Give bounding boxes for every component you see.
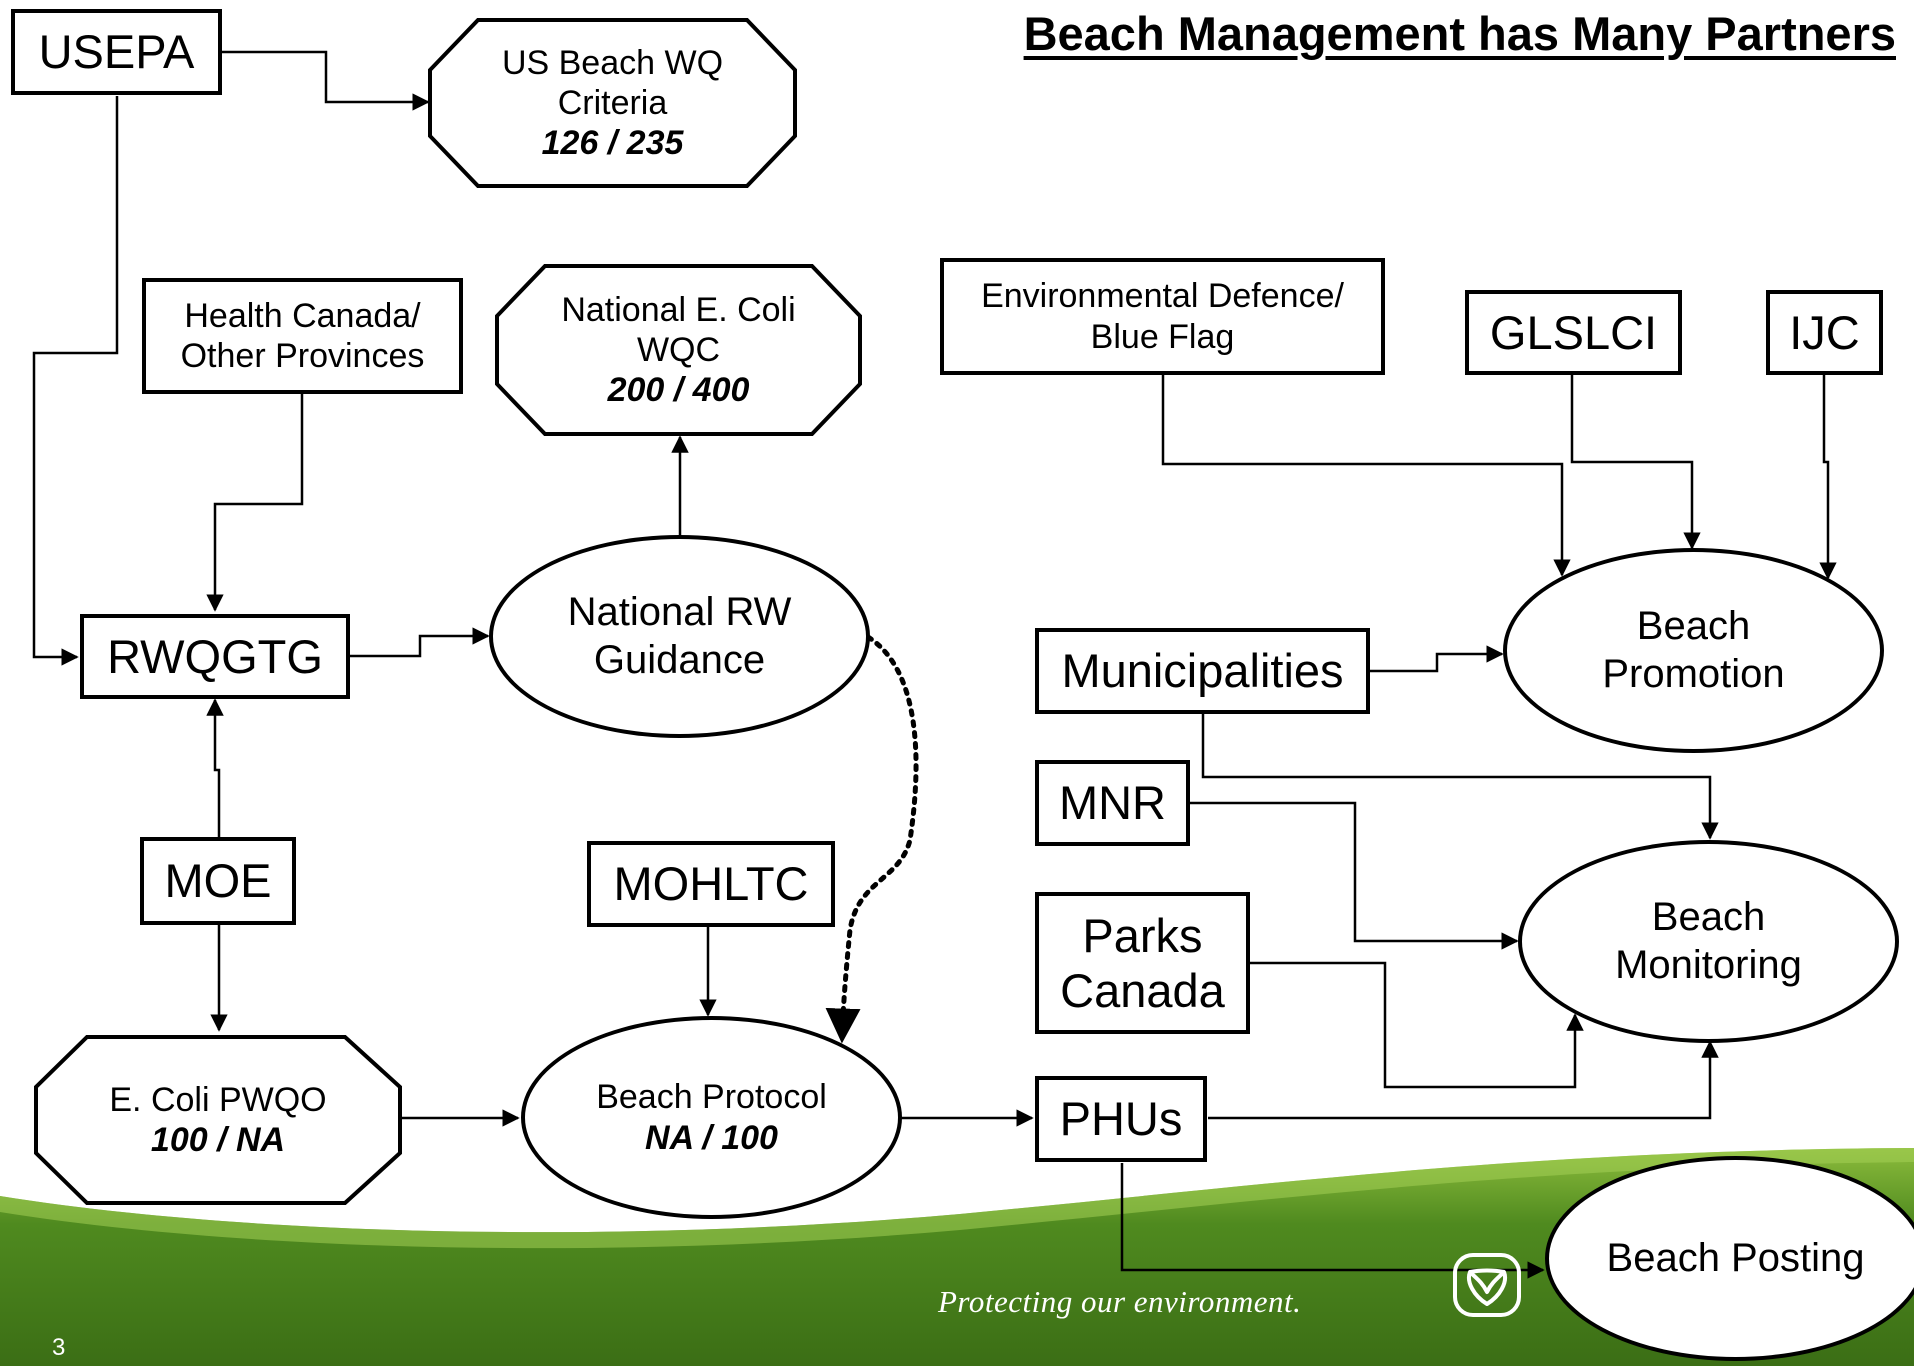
env-defence-box: Environmental Defence/ Blue Flag (940, 258, 1385, 375)
health-canada-line2: Other Provinces (180, 337, 425, 375)
moe-label: MOE (164, 854, 272, 908)
moe-box: MOE (140, 837, 296, 925)
usepa-label: USEPA (38, 25, 195, 79)
national-ecoli-line2: WQC (636, 330, 721, 369)
beach-posting-ellipse: Beach Posting (1545, 1156, 1914, 1361)
beach-protocol-values: NA / 100 (645, 1118, 778, 1157)
national-ecoli-values: 200 / 400 (607, 371, 750, 410)
edge-usepa-uscriteria (221, 50, 430, 111)
rwqgtg-box: RWQGTG (80, 614, 350, 699)
octagon-us-criteria-shape (428, 18, 797, 188)
glslci-box: GLSLCI (1465, 290, 1682, 375)
ijc-box: IJC (1766, 290, 1883, 375)
national-rw-ellipse: National RW Guidance (489, 535, 870, 738)
edge-nationalrw-beachprotocol-dotted (825, 634, 919, 1044)
usepa-box: USEPA (11, 9, 222, 95)
beach-monitoring-line1: Beach (1651, 895, 1766, 940)
octagon-ecoli-pwqo-shape (34, 1035, 402, 1205)
edge-rwqgtg-nationalrw (350, 627, 490, 658)
national-ecoli-line1: National E. Coli (561, 290, 796, 329)
beach-monitoring-ellipse: Beach Monitoring (1518, 840, 1899, 1043)
edge-moe-rwqgtg (206, 698, 224, 837)
national-rw-line2: Guidance (593, 637, 766, 682)
slide-title: Beach Management has Many Partners (1023, 7, 1896, 60)
trillium-logo-icon (1453, 1253, 1521, 1317)
ecoli-pwqo-values: 100 / NA (150, 1121, 286, 1159)
page-number: 3 (52, 1334, 66, 1361)
us-criteria-line1: US Beach WQ (501, 43, 724, 82)
beach-monitoring-line2: Monitoring (1615, 942, 1802, 987)
ijc-label: IJC (1789, 305, 1860, 359)
us-criteria-line2: Criteria (557, 83, 668, 122)
edge-glslci-beachpromotion (1570, 375, 1701, 550)
mohltc-box: MOHLTC (587, 841, 835, 927)
edge-mnr-beachmonitoring (1190, 801, 1519, 950)
beach-protocol-line1: Beach Protocol (596, 1078, 827, 1117)
env-defence-line2: Blue Flag (1090, 317, 1235, 356)
edge-phus-beachposting (1120, 1163, 1545, 1279)
edge-phus-beachmonitoring (1208, 1040, 1719, 1120)
green-band (0, 1148, 1914, 1366)
connectors (32, 50, 1837, 1279)
us-criteria-octagon: US Beach WQ Criteria 126 / 235 (430, 20, 795, 186)
edge-municipalities-beachmonitoring (1201, 714, 1719, 840)
beach-posting-label: Beach Posting (1606, 1235, 1865, 1280)
edge-usepa-rwqgtg (32, 96, 119, 666)
footer-tagline: Protecting our environment. (938, 1284, 1302, 1319)
municipalities-box: Municipalities (1035, 628, 1370, 714)
ecoli-pwqo-line1: E. Coli PWQO (109, 1080, 327, 1119)
octagon-shapes (34, 18, 862, 1205)
mohltc-label: MOHLTC (613, 857, 809, 911)
octagon-national-ecoli-shape (495, 264, 862, 436)
health-canada-box: Health Canada/ Other Provinces (142, 278, 463, 394)
rwqgtg-label: RWQGTG (107, 629, 323, 683)
beach-promotion-ellipse: Beach Promotion (1503, 548, 1884, 753)
us-criteria-values: 126 / 235 (541, 124, 684, 163)
beach-promotion-line2: Promotion (1602, 651, 1785, 696)
mnr-box: MNR (1035, 760, 1190, 846)
municipalities-label: Municipalities (1061, 644, 1344, 698)
edge-municipalities-beachpromotion (1370, 645, 1504, 673)
ecoli-pwqo-octagon: E. Coli PWQO 100 / NA (36, 1037, 400, 1203)
health-canada-line1: Health Canada/ (184, 296, 421, 335)
parks-canada-line2: Canada (1060, 964, 1225, 1017)
national-rw-line1: National RW (567, 590, 792, 635)
beach-protocol-ellipse: Beach Protocol NA / 100 (521, 1016, 902, 1219)
phus-label: PHUs (1059, 1092, 1183, 1146)
national-ecoli-octagon: National E. Coli WQC 200 / 400 (497, 266, 860, 434)
parks-canada-box: Parks Canada (1035, 892, 1250, 1034)
beach-promotion-line1: Beach (1636, 604, 1751, 649)
green-band-highlight (0, 1148, 1914, 1249)
phus-box: PHUs (1035, 1076, 1207, 1162)
edge-envdefence-beachpromotion (1161, 375, 1571, 577)
parks-canada-line1: Parks (1082, 908, 1203, 962)
edge-parks-beachmonitoring (1250, 961, 1584, 1089)
env-defence-line1: Environmental Defence/ (981, 277, 1344, 316)
glslci-label: GLSLCI (1489, 305, 1658, 359)
edge-ijc-beachpromotion (1819, 375, 1837, 580)
mnr-label: MNR (1058, 776, 1167, 830)
edge-healthcanada-rwqgtg (206, 394, 304, 612)
